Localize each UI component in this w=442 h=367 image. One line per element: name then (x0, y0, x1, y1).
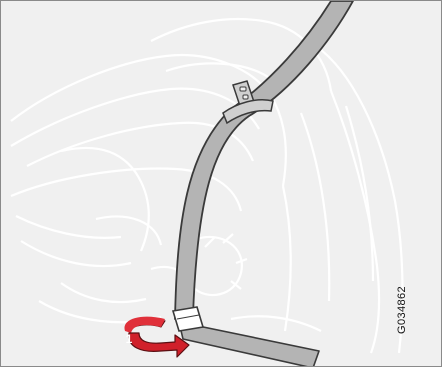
figure-code: G034862 (396, 286, 408, 334)
belt-anchor-icon (173, 307, 203, 331)
step-number: 1 (119, 332, 139, 346)
lap-belt (179, 322, 319, 366)
shoulder-belt (175, 1, 353, 319)
